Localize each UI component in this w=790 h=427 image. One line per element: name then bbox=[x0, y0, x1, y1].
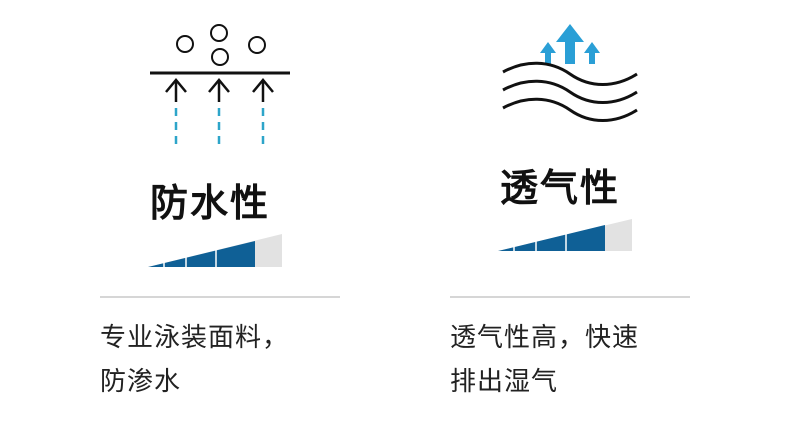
description-line: 排出湿气 bbox=[450, 367, 559, 397]
up-arrow-icon bbox=[165, 78, 274, 102]
section-divider bbox=[450, 296, 690, 298]
description-line: 专业泳装面料， bbox=[100, 323, 290, 353]
rating-bar bbox=[148, 234, 282, 268]
description-line: 透气性高，快速 bbox=[450, 323, 640, 353]
section-divider bbox=[100, 296, 340, 298]
feature-title: 透气性 bbox=[500, 166, 621, 210]
feature-description: 专业泳装面料， 防渗水 bbox=[100, 316, 289, 404]
rating-bar-fill bbox=[148, 241, 255, 267]
description-line: 防渗水 bbox=[100, 367, 182, 397]
breathable-airflow-icon bbox=[502, 24, 638, 122]
droplet-icon bbox=[210, 24, 228, 42]
feature-title: 防水性 bbox=[150, 181, 271, 225]
droplet-icon bbox=[176, 35, 194, 53]
water-droplets-blocked-icon bbox=[150, 24, 290, 150]
moisture-dashes bbox=[174, 108, 265, 150]
up-arrow-icon bbox=[540, 24, 600, 64]
air-waves-icon bbox=[502, 61, 638, 122]
rating-bar bbox=[498, 219, 632, 252]
droplet-icon bbox=[248, 36, 266, 54]
droplet-icon bbox=[211, 48, 229, 66]
feature-description: 透气性高，快速 排出湿气 bbox=[450, 316, 639, 404]
rating-bar-fill bbox=[498, 225, 605, 251]
